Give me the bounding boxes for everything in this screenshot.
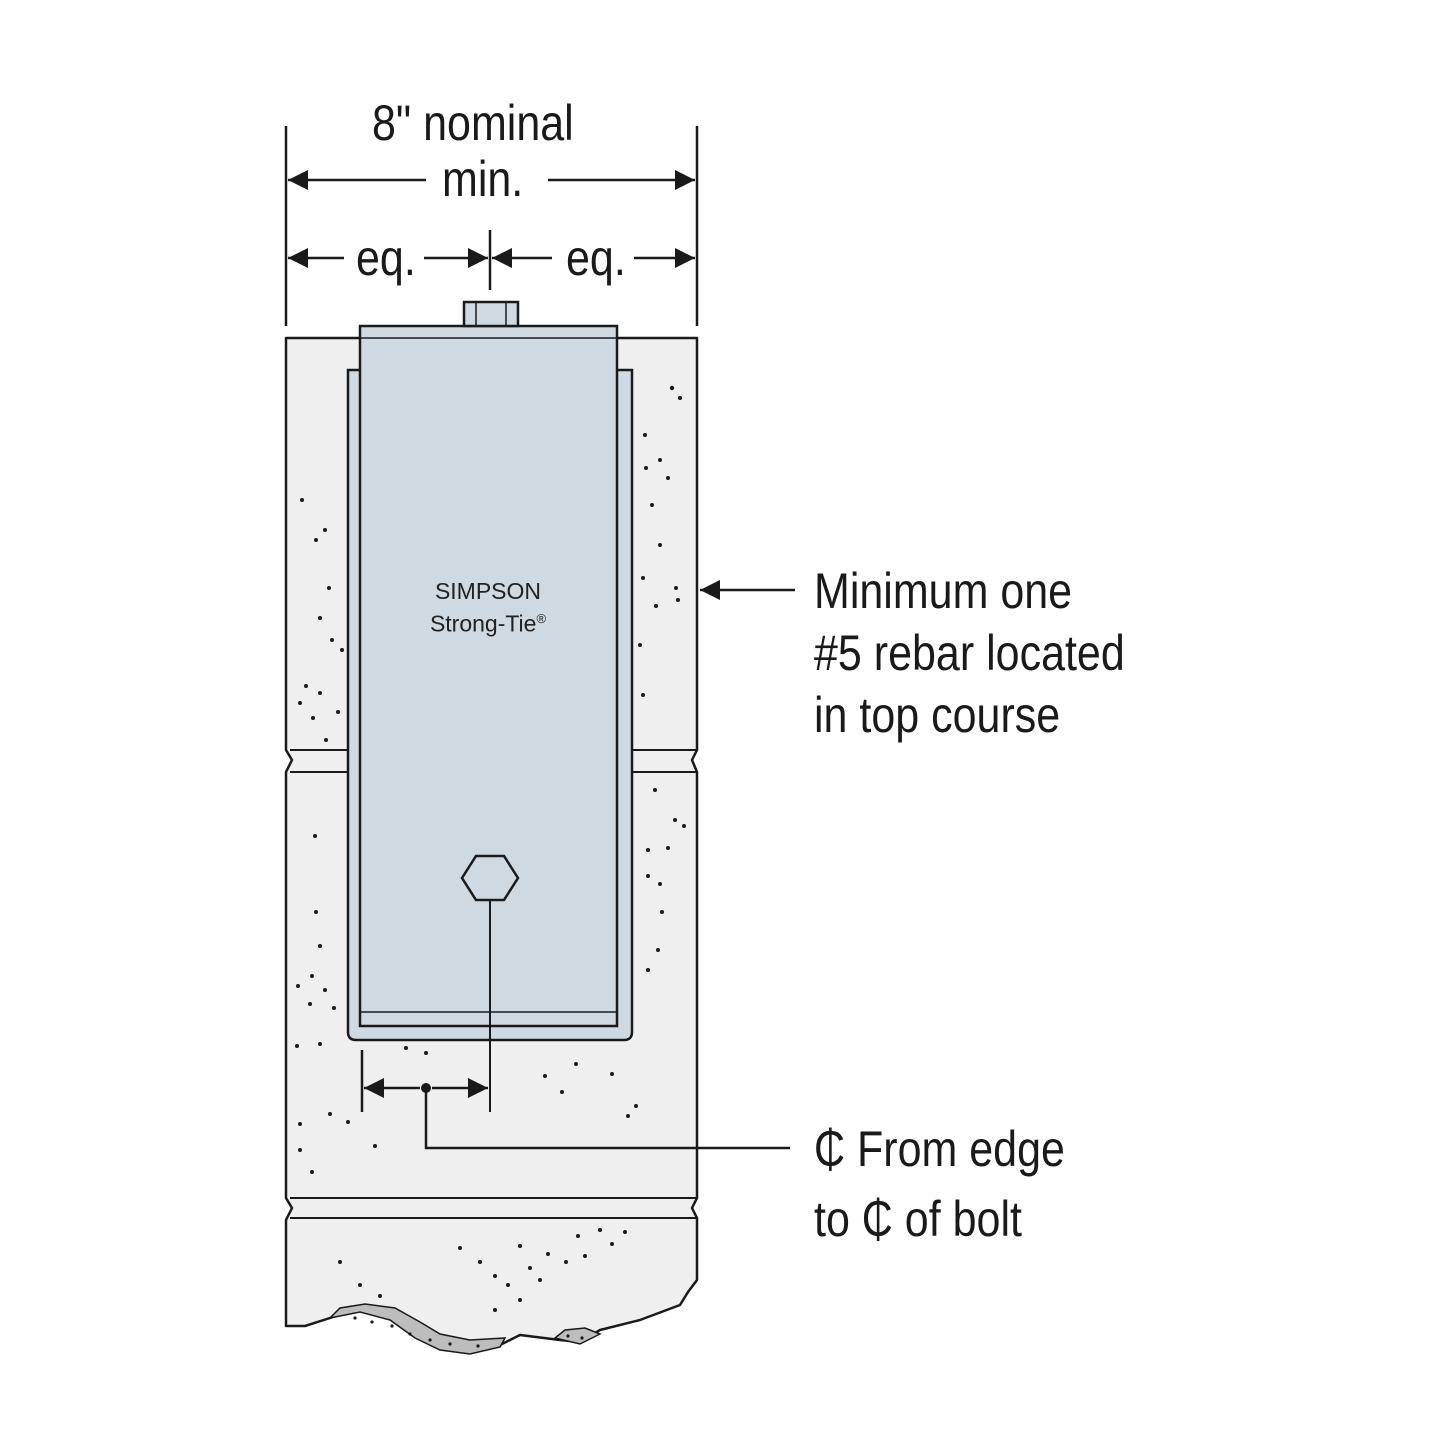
rebar-callout-line3: in top course: [814, 687, 1061, 743]
edge-callout-line1: ₵ From edge: [814, 1121, 1065, 1177]
broken-edge-rubble: [327, 1303, 507, 1355]
broken-edge-rubble: [553, 1327, 602, 1345]
brand-label-line2: Strong-Tie®: [429, 610, 547, 637]
strap-front-plate: [358, 324, 619, 1028]
hex-bolt-icon: [460, 854, 520, 902]
eq-label-right: eq.: [566, 230, 626, 286]
width-dimension-label-line2: min.: [442, 151, 524, 207]
edge-callout-line2: to ₵ of bolt: [814, 1191, 1022, 1247]
edge-leader-line: [424, 1088, 790, 1150]
width-dimension-label-line1: 8" nominal: [372, 95, 574, 151]
edge-distance-dimension: [360, 1050, 790, 1150]
width-dimension: [284, 126, 699, 326]
aggregate-speckles: [295, 385, 686, 1348]
registered-mark: ®: [536, 611, 547, 626]
brand-label-line1: SIMPSON: [434, 578, 542, 604]
rebar-callout-line2: #5 rebar located: [814, 625, 1125, 681]
strap-bracket: [346, 300, 634, 1112]
rebar-callout-line1: Minimum one: [814, 563, 1073, 619]
top-bolt-head: [462, 300, 520, 328]
eq-label-left: eq.: [356, 230, 416, 286]
